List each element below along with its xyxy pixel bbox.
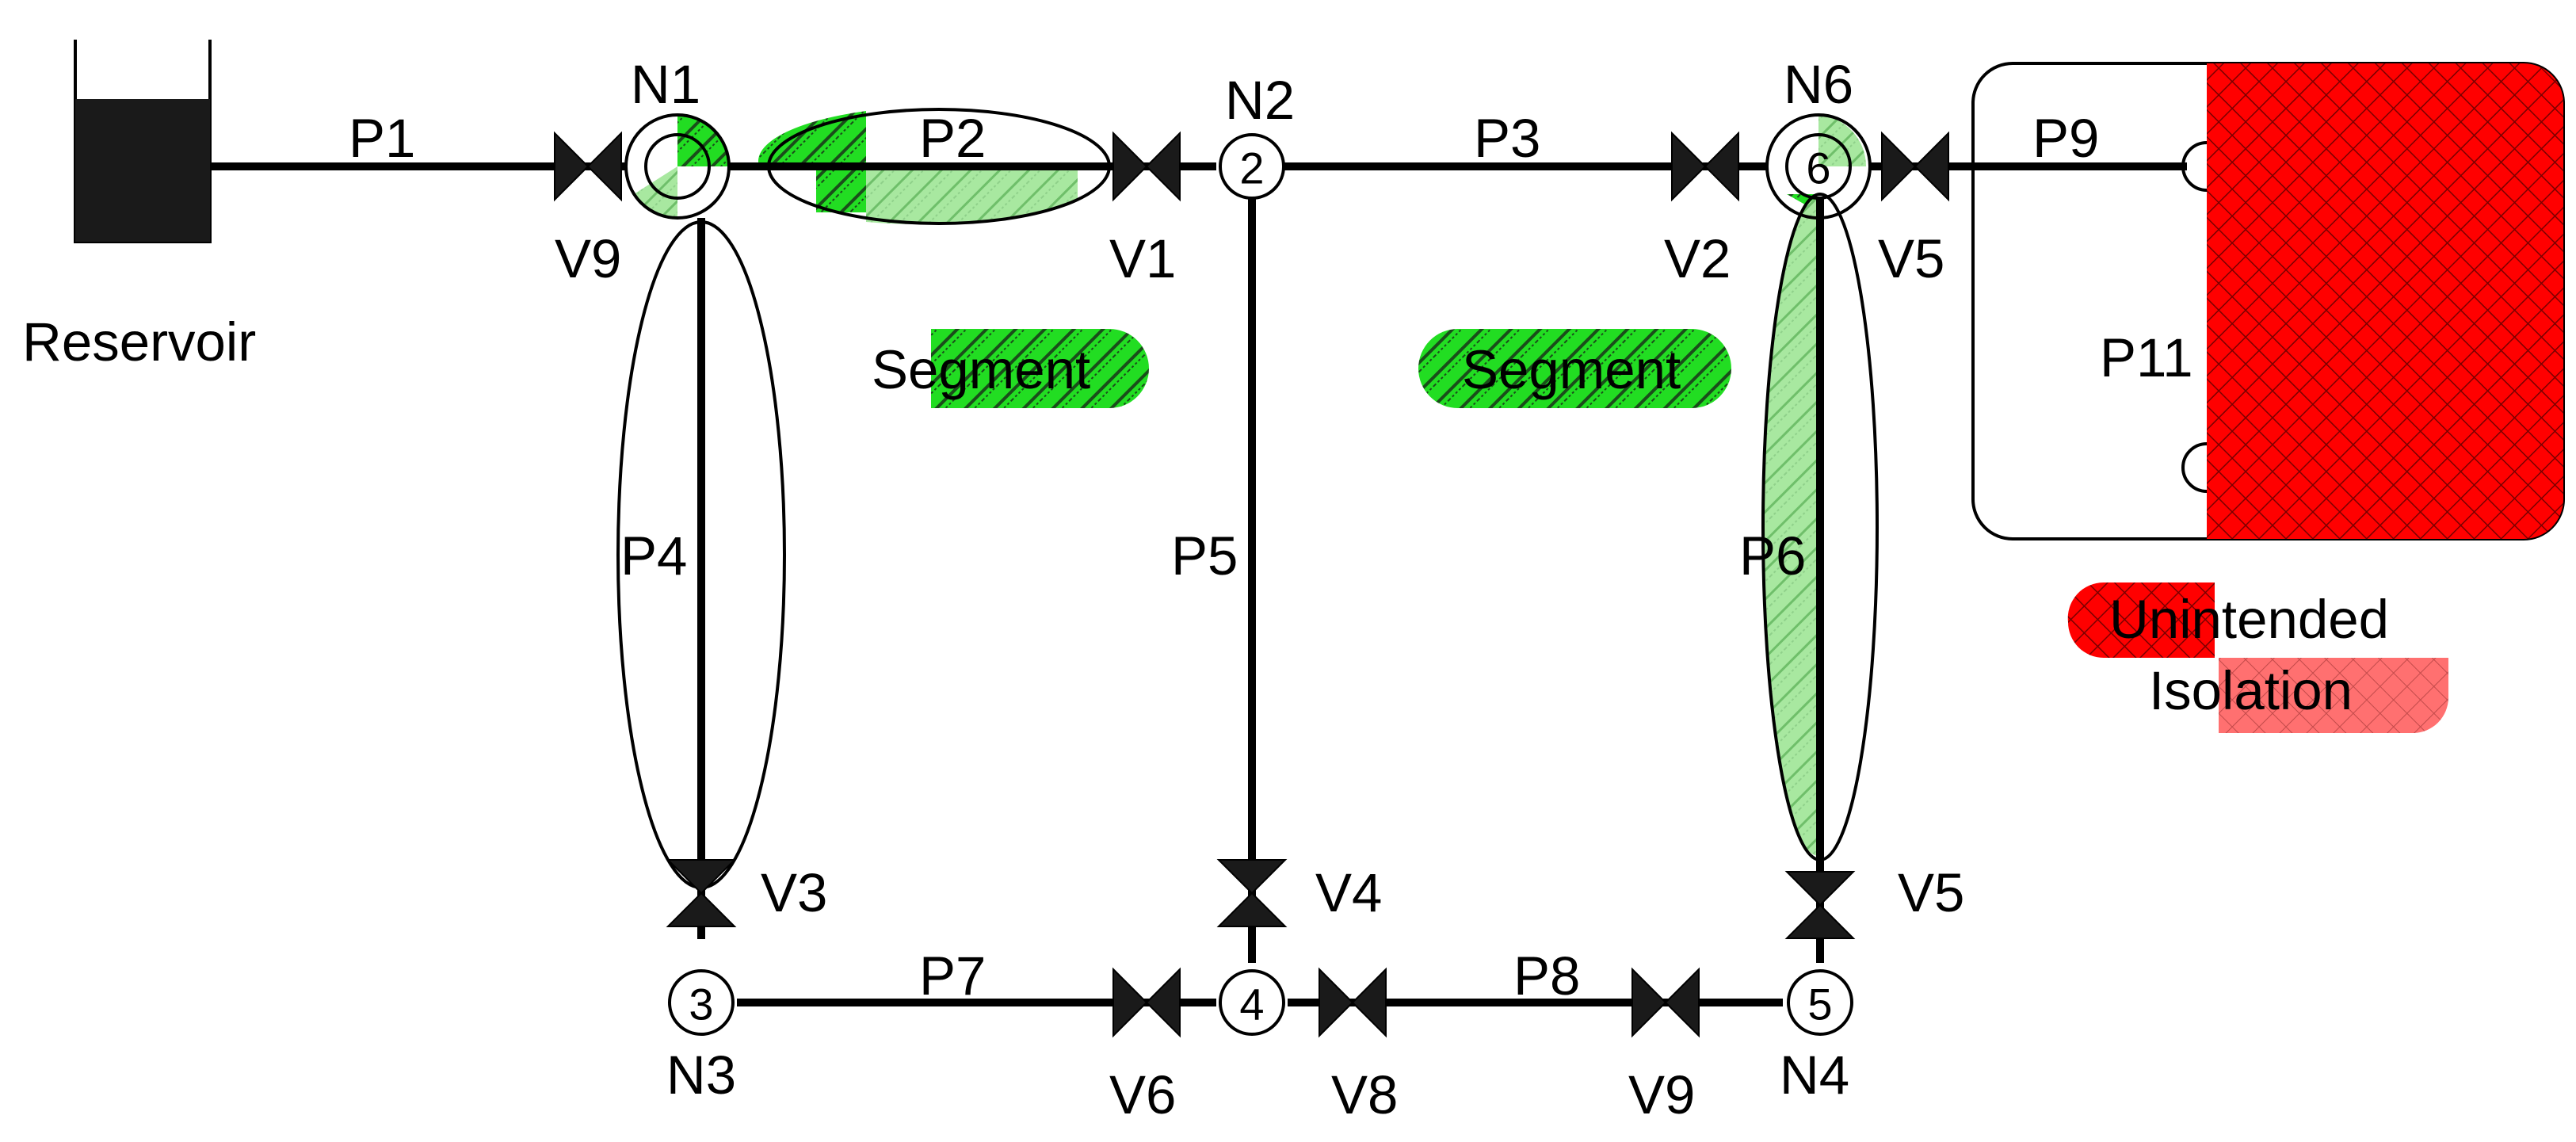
node-4-number: 4 [1239, 980, 1264, 1029]
label-v5-top: V5 [1878, 228, 1944, 289]
node-n1-inner [644, 133, 711, 200]
label-v9-top: V9 [555, 228, 621, 289]
node-n6 [1765, 113, 1872, 220]
isolation-legend-label: Isolation [2149, 660, 2353, 721]
valve-v2-b [1704, 131, 1739, 202]
valve-v6-b [1145, 967, 1181, 1038]
label-n1: N1 [631, 54, 700, 115]
label-p7: P7 [919, 945, 986, 1006]
label-p8: P8 [1513, 945, 1580, 1006]
valve-v5-bottom [1784, 871, 1856, 907]
unintended-legend-swatch [2067, 582, 2215, 658]
node-n4-number: 5 [1807, 980, 1832, 1029]
label-p5: P5 [1171, 525, 1238, 586]
node-n3-number: 3 [689, 980, 713, 1029]
reservoir-label: Reservoir [22, 311, 256, 372]
valve-v1-b [1145, 131, 1181, 202]
nodes: 2 6 3 4 5 [624, 113, 1872, 1036]
label-p11: P11 [2100, 327, 2193, 388]
valve-v3-b [666, 892, 737, 927]
valve-v5-bottom-b [1784, 903, 1856, 939]
segment-legend-swatch-1 [931, 329, 1149, 408]
label-p4: P4 [620, 525, 687, 586]
segment-legend-label-2: Segment [1462, 339, 1681, 400]
label-n2: N2 [1225, 70, 1295, 131]
isolation-legend-swatch [2219, 658, 2448, 733]
label-n3: N3 [666, 1045, 736, 1106]
node-n4 [1787, 969, 1853, 1036]
label-n6: N6 [1784, 54, 1853, 115]
label-v1: V1 [1109, 228, 1176, 289]
n6-highlight [1818, 115, 1867, 166]
segment-outlines [616, 108, 1879, 889]
valve-v9-top [554, 131, 590, 202]
label-p2: P2 [919, 108, 986, 169]
label-v6: V6 [1109, 1064, 1176, 1125]
p2-segment-outline [767, 108, 1111, 225]
isolation-region [1971, 62, 2565, 540]
label-v9-bottom: V9 [1628, 1064, 1695, 1125]
node-4 [1219, 969, 1285, 1036]
reservoir: Reservoir [22, 40, 256, 372]
valve-v2 [1671, 131, 1707, 202]
label-p9: P9 [2032, 108, 2099, 169]
p6-segment-outline [1761, 193, 1879, 861]
p2-segment-block-left [816, 166, 866, 212]
label-v4: V4 [1315, 862, 1382, 923]
label-v3: V3 [761, 862, 827, 923]
valve-v6 [1112, 967, 1148, 1038]
label-n4: N4 [1780, 1045, 1849, 1106]
valve-v8 [1319, 967, 1354, 1038]
p2-segment-fill-left [758, 111, 866, 166]
node-n6-inner [1785, 133, 1852, 200]
node-n1 [624, 113, 731, 220]
valve-v5-top-b [1914, 131, 1949, 202]
valve-v9-bottom [1631, 967, 1667, 1038]
isolation-node-upper [2181, 141, 2208, 192]
segment-highlights [634, 111, 2448, 856]
node-n2-number: 2 [1239, 143, 1264, 193]
p6-segment-fill [1762, 198, 1818, 856]
isolation-node-lower [2181, 442, 2208, 493]
label-v2: V2 [1664, 228, 1731, 289]
segment-legend-swatch-2 [1418, 329, 1731, 408]
segment-legend-label-1: Segment [872, 339, 1090, 400]
unintended-legend-label: Unintended [2109, 589, 2389, 650]
label-p3: P3 [1474, 108, 1540, 169]
node-n6-number: 6 [1806, 143, 1830, 193]
node-n2 [1219, 133, 1285, 200]
label-p6: P6 [1739, 525, 1806, 586]
n1-highlight-lower [634, 166, 677, 219]
unintended-isolation-area [2207, 63, 2563, 539]
n1-highlight [677, 115, 729, 166]
p2-segment-fill-right [866, 166, 1078, 224]
valves [554, 131, 1949, 1038]
labels: P1 P2 P3 P9 P11 P4 P5 P6 P7 P8 N1 N2 N6 … [349, 54, 2389, 1125]
label-v8: V8 [1331, 1064, 1398, 1125]
valve-v1 [1112, 131, 1148, 202]
valve-v9-top-b [586, 131, 622, 202]
valve-v5-top [1881, 131, 1917, 202]
reservoir-water [75, 99, 210, 242]
valve-v4 [1216, 859, 1288, 895]
valve-v4-b [1216, 892, 1288, 927]
valve-v8-b [1351, 967, 1387, 1038]
label-p1: P1 [349, 108, 415, 169]
node-n3 [668, 969, 735, 1036]
valve-v3 [666, 859, 737, 895]
label-v5-bottom: V5 [1898, 862, 1964, 923]
valve-v9-bottom-b [1664, 967, 1700, 1038]
